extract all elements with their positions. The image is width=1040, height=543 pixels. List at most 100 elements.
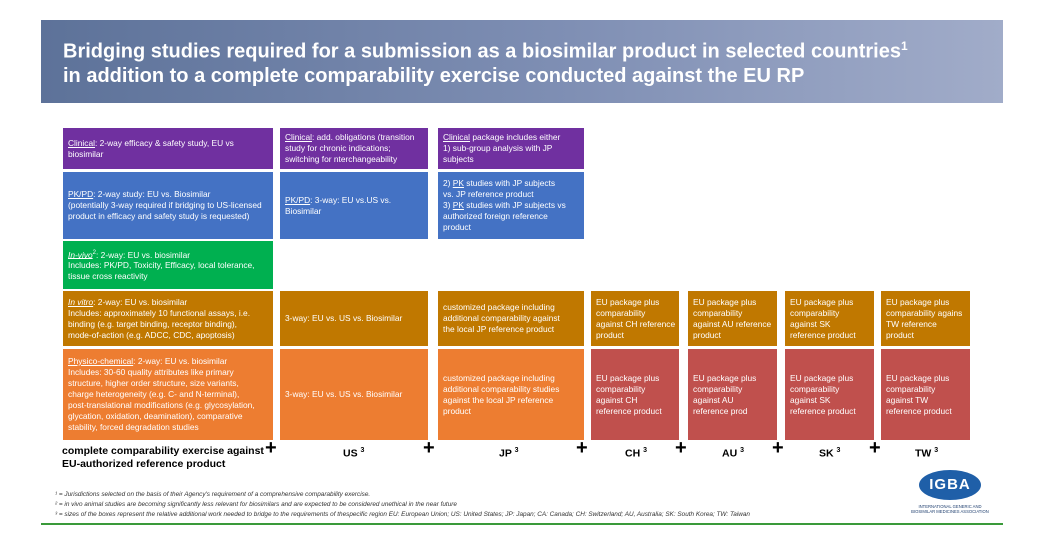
au-invitro-line-4: product bbox=[693, 329, 721, 340]
eu-physchem-text: : 2-way: EU vs. biosimilar bbox=[133, 356, 228, 366]
jp-pk-box: 2) PK studies with JP subjects vs. JP re… bbox=[438, 172, 584, 239]
eu-column-label: complete comparability exercise against … bbox=[62, 445, 264, 471]
eu-pkpd-label: PK/PD bbox=[68, 189, 94, 199]
jp-invitro-line-2: additional comparability against bbox=[443, 313, 560, 323]
eu-physchem-line-6: glycation, oxidation, deamination), comp… bbox=[68, 411, 243, 421]
eu-invitro-line-4: mode-of-action (e.g. ADCC, CDC, apoptosi… bbox=[68, 329, 235, 340]
eu-pkpd-line-3: product in efficacy and safety study is … bbox=[68, 211, 250, 221]
eu-invivo-label: In-vivo bbox=[68, 249, 93, 260]
jp-pk-line-2: vs. JP reference product bbox=[443, 189, 534, 199]
eu-clinical-line-2: biosimilar bbox=[68, 148, 104, 159]
jp-physchem-line-2: additional comparability studies bbox=[443, 383, 560, 394]
footnote-1: ¹ = Jurisdictions selected on the basis … bbox=[55, 491, 371, 498]
eu-invitro-line-1: In vitro: 2-way: EU vs. biosimilar bbox=[68, 297, 268, 308]
us-invitro-text: 3-way: EU vs. US vs. Biosimilar bbox=[285, 313, 403, 323]
sk-invitro-line-3: against SK bbox=[790, 318, 831, 329]
ch-physchem-line-4: reference product bbox=[596, 405, 662, 416]
eu-label-line-1: complete comparability exercise against bbox=[62, 445, 264, 457]
eu-clinical-text: : 2-way efficacy & safety study, EU vs bbox=[95, 137, 234, 148]
eu-invitro-line-2: Includes: approximately 10 functional as… bbox=[68, 307, 251, 318]
sk-invitro-line-4: reference product bbox=[790, 329, 856, 340]
title-line-1-text: Bridging studies required for a submissi… bbox=[63, 40, 901, 63]
plus-sign-1: + bbox=[265, 437, 277, 459]
tw-invitro-box: EU package plus comparability agains TW … bbox=[881, 291, 970, 346]
jp-physchem-box: customized package including additional … bbox=[438, 349, 584, 440]
eu-pkpd-line-1: PK/PD: 2-way study: EU vs. Biosimilar bbox=[68, 189, 268, 200]
tw-column-label: TW 3 bbox=[915, 447, 938, 460]
sk-physchem-line-4: reference product bbox=[790, 405, 856, 416]
au-invitro-box: EU package plus comparability against AU… bbox=[688, 291, 777, 346]
plus-sign-5: + bbox=[772, 437, 784, 459]
eu-invivo-footnote-marker: 2 bbox=[92, 249, 97, 256]
us-clinical-label: Clinical bbox=[285, 132, 312, 142]
eu-clinical-line-1: Clinical: 2-way efficacy & safety study,… bbox=[68, 138, 268, 149]
tw-physchem-line-4: reference product bbox=[886, 405, 952, 416]
us-physchem-box: 3-way: EU vs. US vs. Biosimilar bbox=[280, 349, 428, 440]
ch-physchem-line-1: EU package plus bbox=[596, 372, 660, 383]
us-clinical-text: : add. obligations (transition bbox=[312, 132, 415, 142]
au-physchem-line-1: EU package plus bbox=[693, 372, 757, 383]
bottom-divider bbox=[41, 523, 1003, 525]
us-pkpd-text: : 3-way: EU vs.US vs. bbox=[310, 194, 392, 205]
jp-clinical-line-1: Clinical package includes either bbox=[443, 132, 579, 143]
eu-pkpd-box: PK/PD: 2-way study: EU vs. Biosimilar (p… bbox=[63, 172, 273, 239]
sk-label-sup: 3 bbox=[836, 447, 841, 454]
plus-sign-4: + bbox=[675, 437, 687, 459]
eu-pkpd-text: : 2-way study: EU vs. Biosimilar bbox=[93, 189, 211, 199]
au-invitro-line-3: against AU reference bbox=[693, 318, 772, 329]
jp-pk-line-5: product bbox=[443, 222, 471, 232]
tw-physchem-line-1: EU package plus bbox=[886, 372, 950, 383]
sk-physchem-box: EU package plus comparability against SK… bbox=[785, 349, 874, 440]
jp-clinical-text: package includes either bbox=[470, 132, 561, 142]
eu-physchem-line-7: stability, forced degradation studies bbox=[68, 422, 199, 432]
eu-invivo-line-2: Includes: PK/PD, Toxicity, Efficacy, loc… bbox=[68, 260, 255, 271]
sk-invitro-line-1: EU package plus bbox=[790, 296, 854, 307]
ch-invitro-line-3: against CH reference bbox=[596, 318, 676, 329]
jp-pk-item3-text: studies with JP subjects vs bbox=[463, 200, 566, 210]
jp-pk-label-1: PK bbox=[452, 178, 464, 188]
ch-invitro-line-1: EU package plus bbox=[596, 296, 660, 307]
us-invitro-box: 3-way: EU vs. US vs. Biosimilar bbox=[280, 291, 428, 346]
eu-pkpd-line-2: (potentially 3-way required if bridging … bbox=[68, 200, 262, 210]
eu-invitro-box: In vitro: 2-way: EU vs. biosimilar Inclu… bbox=[63, 291, 273, 346]
page-title: Bridging studies required for a submissi… bbox=[63, 34, 993, 88]
tw-invitro-line-4: product bbox=[886, 329, 914, 340]
title-line-1: Bridging studies required for a submissi… bbox=[63, 34, 993, 64]
jp-clinical-line-3: subjects bbox=[443, 154, 474, 164]
jp-pk-line-4: authorized foreign reference bbox=[443, 211, 548, 221]
sk-physchem-line-2: comparability bbox=[790, 383, 840, 394]
au-invitro-line-1: EU package plus bbox=[693, 296, 757, 307]
ch-label-text: CH bbox=[625, 447, 641, 460]
tw-invitro-line-1: EU package plus bbox=[886, 296, 950, 307]
igba-logo-sub-line-1: INTERNATIONAL GENERIC AND bbox=[918, 504, 982, 509]
plus-sign-2: + bbox=[423, 437, 435, 459]
us-pkpd-line-2: Biosimilar bbox=[285, 205, 322, 216]
eu-clinical-box: Clinical: 2-way efficacy & safety study,… bbox=[63, 128, 273, 169]
jp-physchem-line-1: customized package including bbox=[443, 372, 555, 383]
au-label-text: AU bbox=[722, 447, 738, 460]
eu-invivo-box: In-vivo2: 2-way: EU vs. biosimilar Inclu… bbox=[63, 241, 273, 289]
jp-invitro-line-1: customized package including bbox=[443, 302, 555, 312]
title-line-2: in addition to a complete comparability … bbox=[63, 64, 805, 87]
jp-pk-item2-text: studies with JP subjects bbox=[463, 178, 556, 188]
tw-label-sup: 3 bbox=[934, 447, 939, 454]
eu-physchem-label: Physico-chemical bbox=[68, 356, 134, 366]
tw-physchem-line-2: comparability bbox=[886, 383, 936, 394]
jp-clinical-label: Clinical bbox=[443, 132, 470, 142]
igba-logo: IGBA INTERNATIONAL GENERIC AND BIOSIMILA… bbox=[905, 470, 995, 520]
eu-physchem-box: Physico-chemical: 2-way: EU vs. biosimil… bbox=[63, 349, 273, 440]
ch-invitro-line-4: product bbox=[596, 329, 624, 340]
jp-clinical-line-2: 1) sub-group analysis with JP bbox=[443, 143, 553, 153]
jp-physchem-line-3: against the local JP reference bbox=[443, 394, 554, 405]
ch-invitro-line-2: comparability bbox=[596, 307, 646, 318]
jp-pk-item3-num: 3) bbox=[443, 200, 453, 210]
ch-physchem-line-2: comparability bbox=[596, 383, 646, 394]
us-label-sup: 3 bbox=[360, 447, 365, 454]
eu-physchem-line-3: structure, higher order structure, size … bbox=[68, 378, 239, 388]
eu-invivo-line-3: tissue cross reactivity bbox=[68, 271, 148, 282]
igba-logo-subtitle: INTERNATIONAL GENERIC AND BIOSIMILAR MED… bbox=[905, 504, 995, 514]
eu-physchem-line-2: Includes: 30-60 quality attributes like … bbox=[68, 367, 234, 377]
footnote-2: ² = in vivo animal studies are becoming … bbox=[55, 501, 457, 508]
jp-invitro-line-3: the local JP reference product bbox=[443, 324, 555, 334]
us-column-label: US 3 bbox=[343, 447, 364, 460]
